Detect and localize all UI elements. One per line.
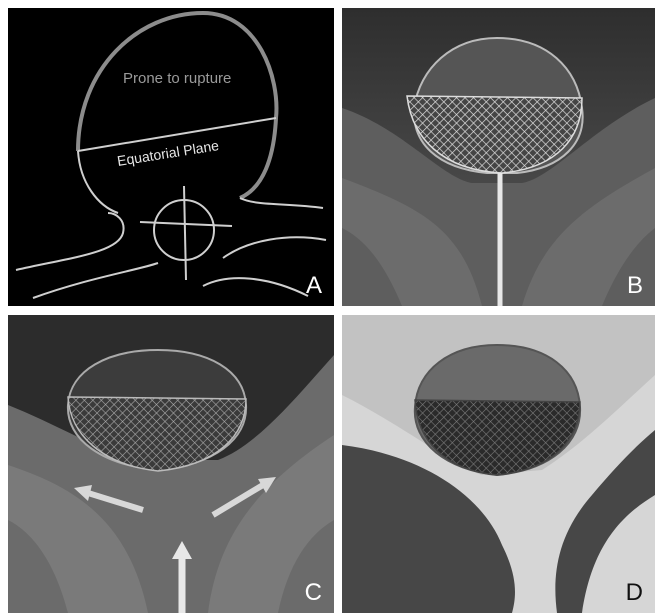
panel-c-illustration (8, 315, 334, 613)
dome-outline (78, 13, 276, 198)
vessel-right-upper (240, 198, 323, 208)
panel-d-thrombosis: D (342, 315, 655, 613)
panel-letter-c: C (305, 581, 322, 605)
panel-b-device-in-vessel: B (342, 8, 655, 306)
vessel-left-lower (33, 263, 158, 298)
panel-letter-d: D (626, 581, 643, 605)
neck-left (78, 151, 118, 213)
panel-b-illustration (342, 8, 655, 306)
panel-letter-b: B (627, 274, 643, 298)
panel-a-schematic: Prone to rupture Equatorial Plane A (8, 8, 334, 306)
prone-to-rupture-label: Prone to rupture (123, 70, 231, 87)
vessel-left-upper (16, 213, 124, 270)
panel-c-flow-diversion: C (8, 315, 334, 613)
panel-d-illustration (342, 315, 655, 613)
aneurysm-schematic: Prone to rupture Equatorial Plane (8, 8, 334, 306)
panel-letter-a: A (306, 274, 322, 298)
vessel-right-lower (203, 278, 308, 296)
vessel-right-mid (223, 237, 326, 258)
